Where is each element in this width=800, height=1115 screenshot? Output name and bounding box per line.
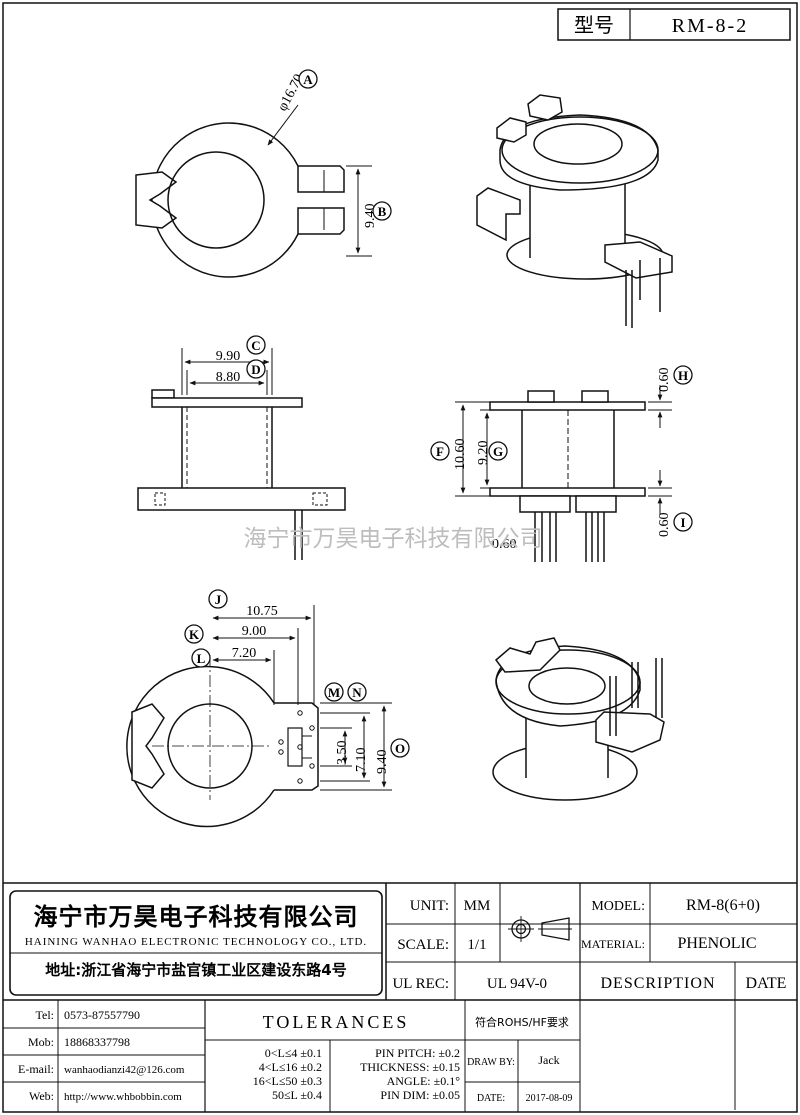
contact-label-mob: Mob: <box>28 1035 54 1049</box>
balloon-m: M <box>324 682 344 702</box>
balloon-f: F <box>430 441 450 461</box>
balloon-b: B <box>372 201 392 221</box>
date-label: DATE: <box>477 1093 505 1104</box>
model-value: RM-8(6+0) <box>686 897 760 914</box>
svg-text:F: F <box>436 444 444 459</box>
unit-value: MM <box>464 898 491 914</box>
tol-pin-4: PIN DIM: ±0.05 <box>380 1088 460 1102</box>
svg-text:B: B <box>378 204 387 219</box>
iso-view-bottom <box>492 637 665 801</box>
material-label: MATERIAL: <box>581 937 645 951</box>
scale-value: 1/1 <box>467 937 486 953</box>
dim-9-40-o: 9.40 <box>375 750 390 775</box>
drawby-value: Jack <box>538 1053 559 1067</box>
tol-range-2: 4<L≤16 ±0.2 <box>259 1060 322 1074</box>
date-header: DATE <box>746 975 787 992</box>
model-label: MODEL: <box>591 899 645 914</box>
balloon-d: D <box>246 359 266 379</box>
balloon-o: O <box>390 738 410 758</box>
svg-text:I: I <box>680 515 685 530</box>
svg-text:G: G <box>493 444 503 459</box>
top-view <box>135 104 372 278</box>
company-name-en: HAINING WANHAO ELECTRONIC TECHNOLOGY CO.… <box>25 936 367 948</box>
bottom-view <box>126 605 392 828</box>
tol-pin-3: ANGLE: ±0.1° <box>387 1074 461 1088</box>
svg-text:K: K <box>189 627 200 642</box>
balloon-i: I <box>673 512 693 532</box>
contact-value-email: wanhaodianzi42@126.com <box>64 1064 185 1076</box>
description-label: DESCRIPTION <box>600 975 715 992</box>
contact-value-web: http://www.whbobbin.com <box>64 1091 182 1103</box>
balloon-l: L <box>191 648 211 668</box>
rohs-note: 符合ROHS/HF要求 <box>475 1015 569 1029</box>
balloon-c: C <box>246 335 266 355</box>
tol-range-3: 16<L≤50 ±0.3 <box>253 1074 322 1088</box>
svg-text:C: C <box>251 338 260 353</box>
dim-7-20: 7.20 <box>232 646 257 661</box>
balloon-a: A <box>298 69 318 89</box>
svg-text:L: L <box>197 651 206 666</box>
balloon-k: K <box>184 624 204 644</box>
contact-value-mob: 18868337798 <box>64 1035 130 1049</box>
svg-text:M: M <box>328 685 340 700</box>
contact-label-web: Web: <box>29 1089 54 1103</box>
dim-0-60-pin: 0.60 <box>492 537 517 552</box>
model-header-box: 型号 RM-8-2 <box>557 8 791 41</box>
tol-range-4: 50≤L ±0.4 <box>272 1088 322 1102</box>
tolerances-title: TOLERANCES <box>263 1012 410 1032</box>
dim-0-60-i: 0.60 <box>657 513 672 538</box>
dim-3-50: 3.50 <box>335 741 350 766</box>
contact-label-tel: Tel: <box>36 1008 55 1022</box>
watermark: 海宁市万昊电子科技有限公司 <box>244 526 543 552</box>
ulrec-label: UL REC: <box>392 976 449 992</box>
svg-text:O: O <box>395 741 405 756</box>
svg-text:A: A <box>303 72 313 87</box>
svg-text:D: D <box>251 362 260 377</box>
side-view <box>137 348 346 560</box>
projection-symbol-icon <box>508 916 572 942</box>
balloon-j: J <box>208 589 228 609</box>
dim-9-00: 9.00 <box>242 624 267 639</box>
front-view <box>455 385 672 562</box>
type-value: RM-8-2 <box>672 15 748 37</box>
tol-range-1: 0<L≤4 ±0.1 <box>265 1046 322 1060</box>
svg-text:J: J <box>215 592 222 607</box>
material-value: PHENOLIC <box>677 935 756 952</box>
dim-0-60-h: 0.60 <box>657 368 672 393</box>
company-address: 地址:浙江省海宁市盐官镇工业区建设东路4号 <box>45 961 346 979</box>
balloon-n: N <box>347 682 367 702</box>
iso-view-top <box>476 94 673 328</box>
balloon-h: H <box>673 365 693 385</box>
dim-9-90: 9.90 <box>216 349 241 364</box>
date-value: 2017-08-09 <box>526 1093 573 1104</box>
drawby-label: DRAW BY: <box>467 1057 515 1068</box>
tol-pin-1: PIN PITCH: ±0.2 <box>375 1046 460 1060</box>
svg-text:N: N <box>352 685 362 700</box>
unit-label: UNIT: <box>410 898 449 914</box>
company-name-cn: 海宁市万昊电子科技有限公司 <box>34 903 359 931</box>
dim-10-75: 10.75 <box>246 604 278 619</box>
title-block <box>3 882 797 1112</box>
scale-label: SCALE: <box>397 937 449 953</box>
dim-7-10: 7.10 <box>354 748 369 773</box>
ulrec-value: UL 94V-0 <box>487 976 547 992</box>
dim-9-20: 9.20 <box>476 441 491 466</box>
balloons: A B C D F G H I J K L M N O <box>184 69 693 758</box>
type-label: 型号 <box>574 13 614 37</box>
balloon-g: G <box>488 441 508 461</box>
contact-label-email: E-mail: <box>18 1062 54 1076</box>
tol-pin-2: THICKNESS: ±0.15 <box>360 1060 460 1074</box>
dim-10-60: 10.60 <box>453 439 468 471</box>
dim-8-80: 8.80 <box>216 370 241 385</box>
svg-text:H: H <box>678 368 688 383</box>
contact-value-tel: 0573-87557790 <box>64 1008 140 1022</box>
